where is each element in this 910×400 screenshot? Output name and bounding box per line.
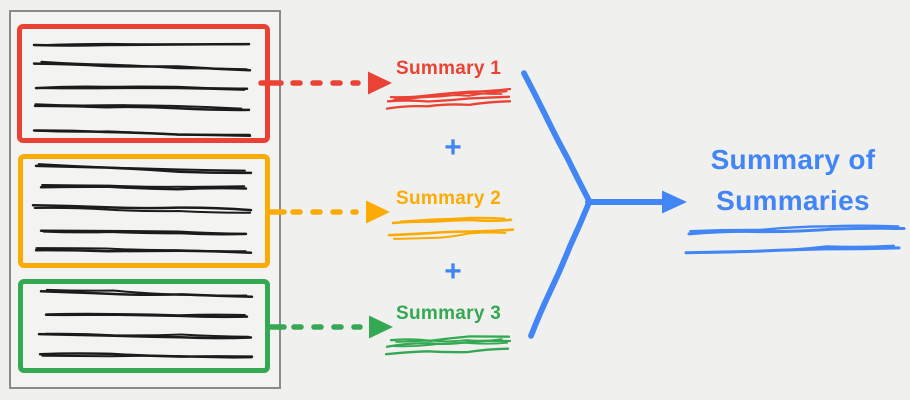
summary-2-label: Summary 2 [396,188,502,209]
green-arrowhead-icon [369,315,393,339]
plus-sign-1: + [444,131,462,164]
orange-dashed-arrow [267,200,390,224]
orange-arrowhead-icon [366,200,390,224]
merge-arrow [585,190,687,214]
green-dashed-arrow [267,315,393,339]
summary-3-label: Summary 3 [396,303,502,324]
source-document [9,10,281,389]
document-section-2 [18,154,270,268]
red-arrowhead-icon [368,71,392,95]
summary-1-label: Summary 1 [396,58,502,79]
document-section-3 [18,279,270,373]
final-summary-label: Summary of Summaries [710,144,876,216]
plus-sign-2: + [444,255,462,288]
document-section-1 [17,24,270,143]
